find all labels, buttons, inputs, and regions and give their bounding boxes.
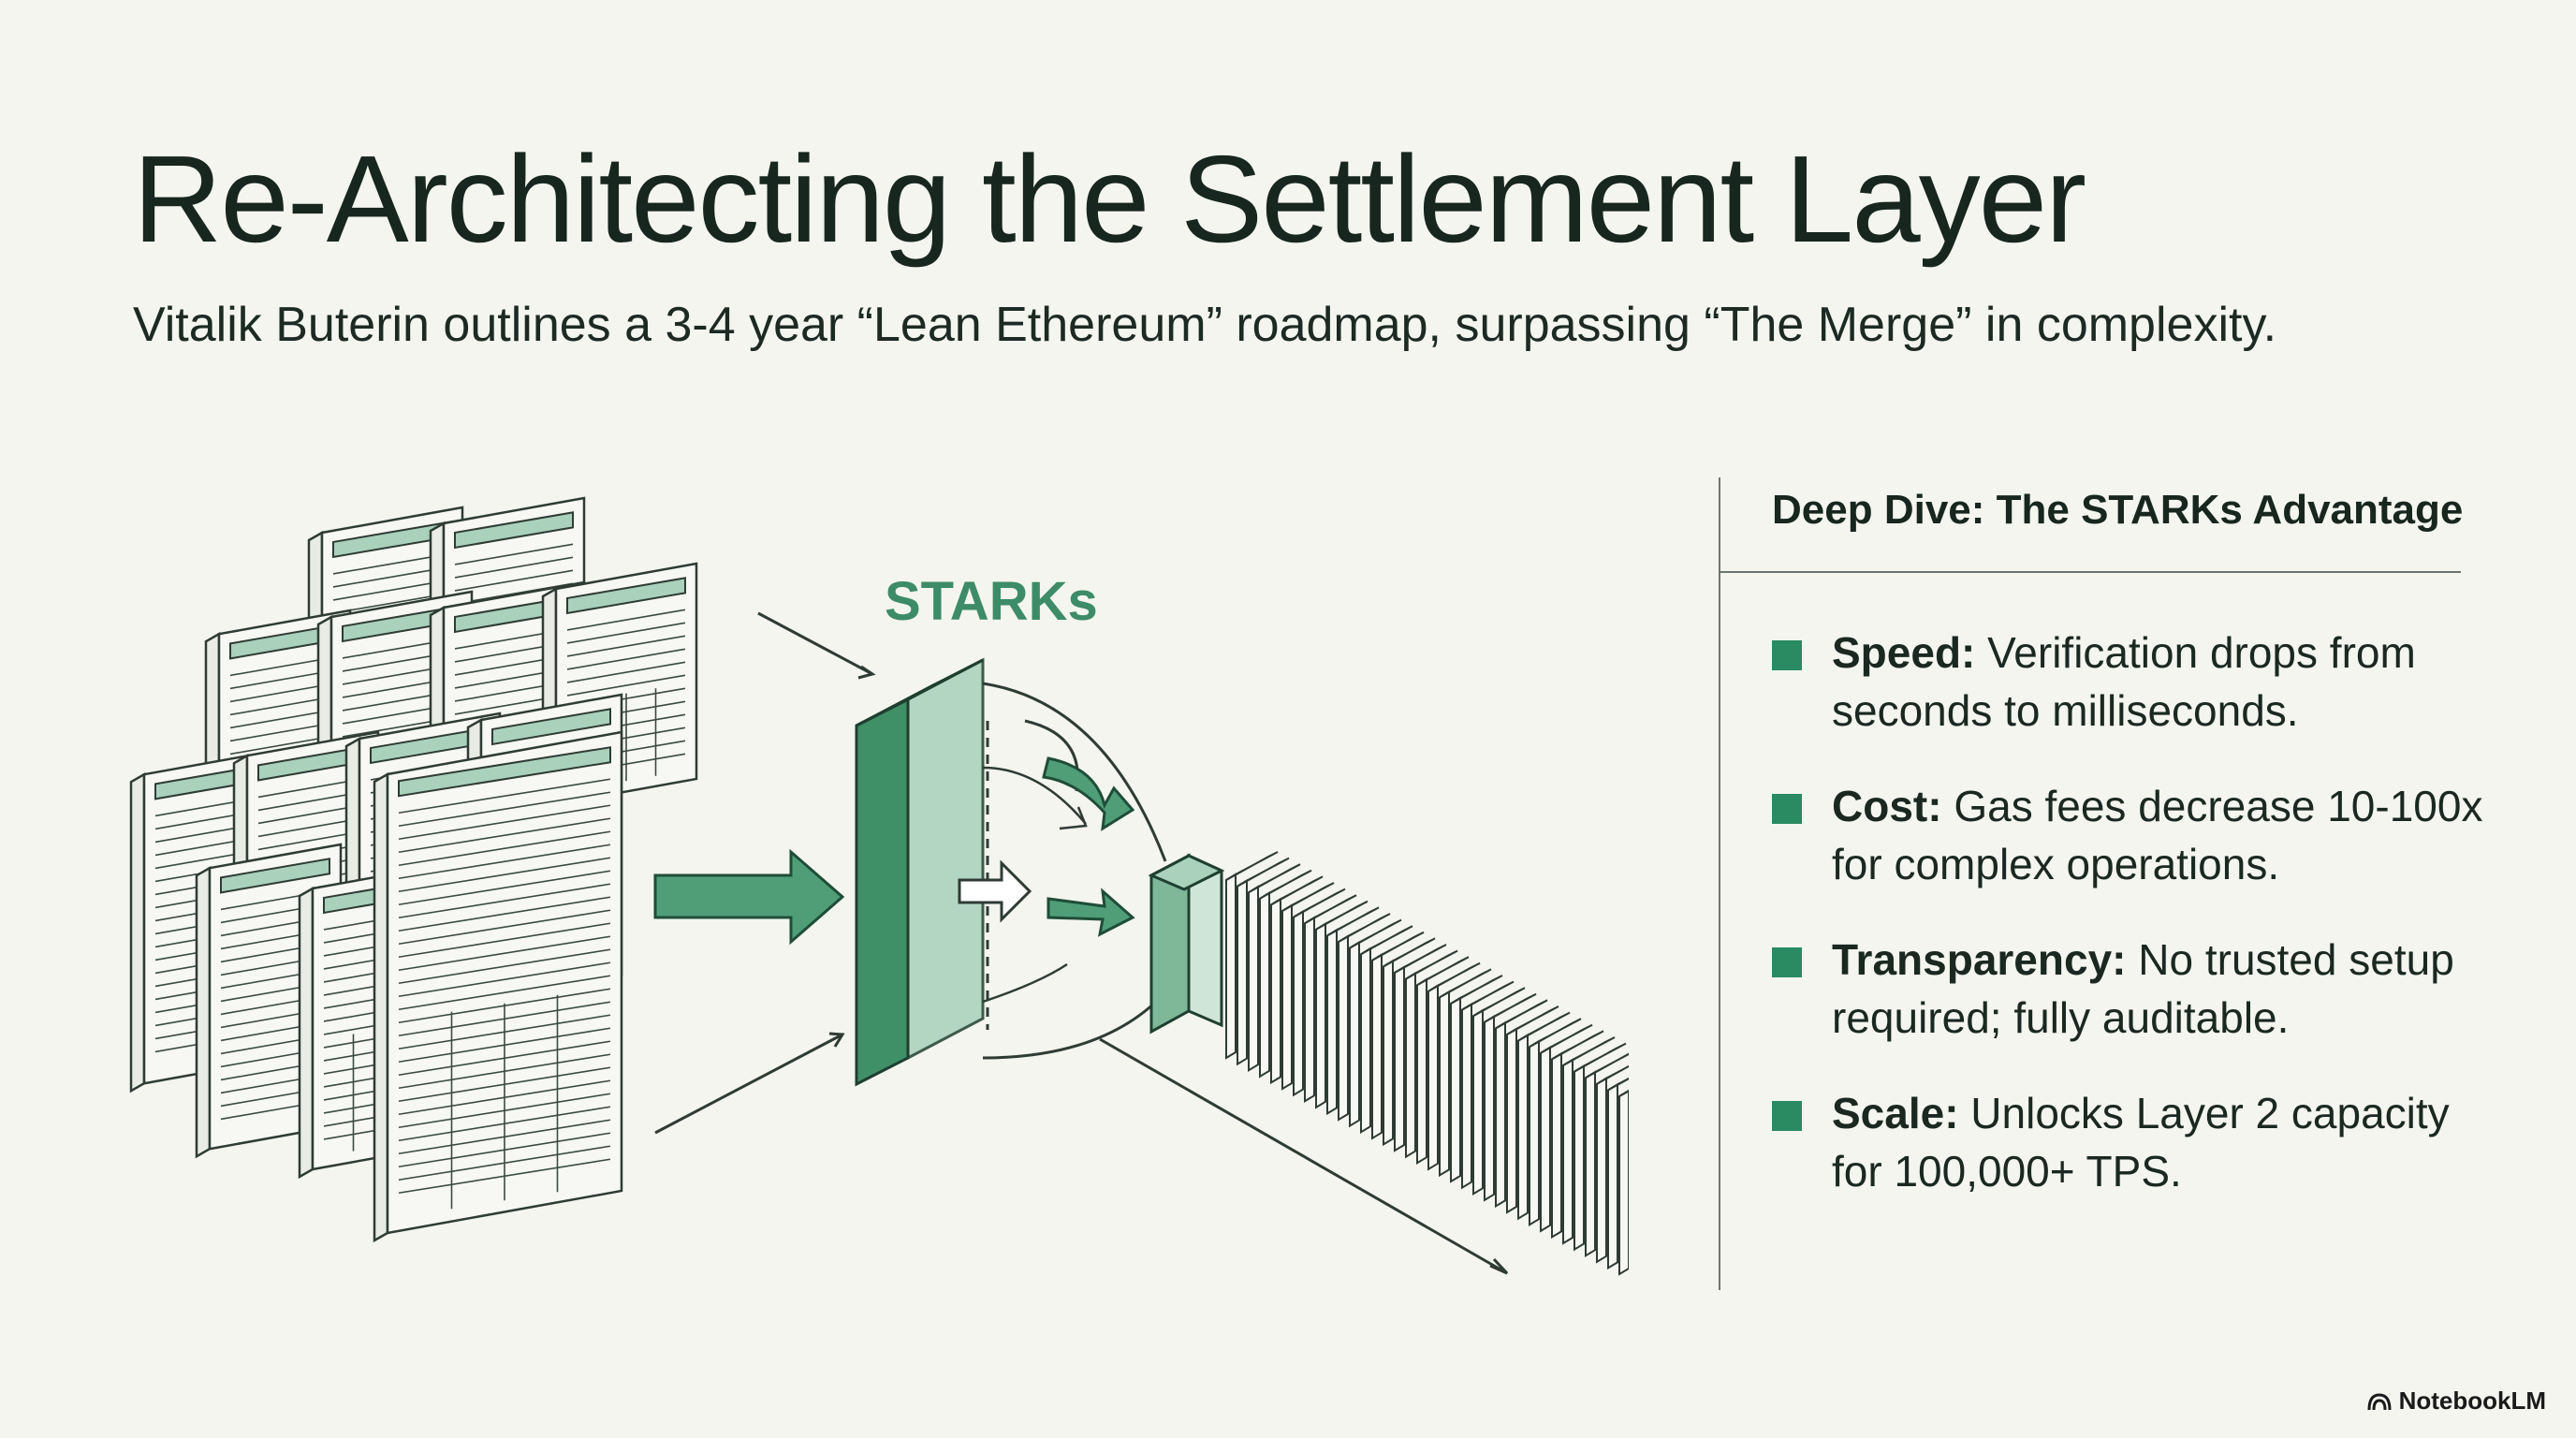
funnel-connector bbox=[982, 682, 1225, 1060]
stark-prism bbox=[855, 657, 1135, 1087]
list-item-speed: Speed: Verification drops from seconds t… bbox=[1772, 624, 2502, 777]
proof-slab bbox=[1573, 1042, 1627, 1252]
item-text: Gas fees decrease 10-100x for complex op… bbox=[1832, 782, 2483, 888]
item-text: Verification drops from seconds to milli… bbox=[1832, 628, 2416, 735]
proof-slab bbox=[1270, 875, 1324, 1085]
proof-slab bbox=[1349, 918, 1402, 1128]
page-subtitle: Vitalik Buterin outlines a 3-4 year “Lea… bbox=[133, 298, 2277, 352]
item-text: Unlocks Layer 2 capacity for 100,000+ TP… bbox=[1832, 1089, 2450, 1196]
proof-slab bbox=[1506, 1005, 1559, 1214]
proof-slab bbox=[1461, 980, 1515, 1190]
proof-slab bbox=[1360, 925, 1413, 1134]
output-arrow bbox=[1099, 1037, 1509, 1275]
proof-slab bbox=[1326, 906, 1380, 1116]
proof-slab bbox=[1551, 1030, 1604, 1240]
flow-arrows bbox=[654, 611, 876, 1135]
item-label: Scale: bbox=[1832, 1089, 1959, 1137]
proof-slab bbox=[1405, 949, 1458, 1159]
panel-title: Deep Dive: The STARKs Advantage bbox=[1772, 487, 2464, 533]
proof-slab bbox=[1439, 968, 1492, 1178]
document-sheet bbox=[373, 730, 623, 1243]
proof-slab bbox=[1394, 944, 1447, 1152]
main-green-arrow bbox=[653, 848, 845, 946]
proof-slab bbox=[1484, 992, 1537, 1202]
starks-diagram: STARKs bbox=[129, 496, 1629, 1276]
proof-slab bbox=[1540, 1023, 1593, 1233]
item-label: Cost: bbox=[1832, 782, 1942, 830]
panel-rule bbox=[1719, 571, 2461, 573]
proof-slab bbox=[1517, 1011, 1571, 1221]
notebooklm-icon bbox=[2367, 1392, 2392, 1410]
proof-slab bbox=[1383, 937, 1436, 1147]
bullet-square-icon bbox=[1772, 794, 1802, 824]
proof-slab bbox=[1416, 956, 1470, 1165]
proof-slab bbox=[1529, 1018, 1582, 1226]
page-title: Re-Architecting the Settlement Layer bbox=[133, 130, 2086, 268]
proof-slab bbox=[1427, 961, 1481, 1171]
list-item-transparency: Transparency: No trusted setup required;… bbox=[1772, 931, 2502, 1084]
proof-slab bbox=[1281, 882, 1335, 1091]
proof-slab bbox=[1450, 975, 1503, 1183]
bullet-square-icon bbox=[1772, 1101, 1802, 1131]
proof-slab bbox=[1562, 1036, 1616, 1245]
proof-slab bbox=[1338, 913, 1391, 1122]
proof-slab bbox=[1618, 1089, 1629, 1276]
arrow-bottom bbox=[654, 1033, 843, 1135]
compressed-proof-stack bbox=[1225, 851, 1629, 1276]
proof-slab bbox=[1304, 894, 1357, 1103]
item-text: No trusted setup required; fully auditab… bbox=[1832, 935, 2454, 1042]
proof-slab bbox=[1315, 900, 1368, 1109]
advantage-list: Speed: Verification drops from seconds t… bbox=[1772, 624, 2502, 1238]
arrow-top bbox=[757, 611, 873, 676]
brand-name: NotebookLM bbox=[2398, 1387, 2546, 1415]
list-item-cost: Cost: Gas fees decrease 10-100x for comp… bbox=[1772, 777, 2502, 931]
proof-slab bbox=[1607, 1077, 1629, 1270]
proof-slab bbox=[1225, 851, 1279, 1060]
proof-slab bbox=[1259, 869, 1312, 1078]
proof-slab bbox=[1237, 857, 1290, 1066]
panel-divider bbox=[1719, 477, 1720, 1290]
proof-slab bbox=[1495, 999, 1548, 1209]
proof-slab bbox=[1293, 888, 1346, 1097]
brand-logo: NotebookLM bbox=[2367, 1387, 2546, 1416]
proof-slab bbox=[1371, 931, 1425, 1140]
item-label: Speed: bbox=[1832, 628, 1976, 677]
document-stack bbox=[129, 496, 698, 1243]
bullet-square-icon bbox=[1772, 640, 1802, 670]
list-item-scale: Scale: Unlocks Layer 2 capacity for 100,… bbox=[1772, 1084, 2502, 1238]
bullet-square-icon bbox=[1772, 947, 1802, 977]
starks-label: STARKs bbox=[885, 571, 1098, 632]
item-label: Transparency: bbox=[1832, 935, 2127, 984]
proof-slab bbox=[1585, 1052, 1629, 1257]
proof-slab bbox=[1248, 863, 1301, 1072]
proof-slab bbox=[1596, 1064, 1629, 1264]
proof-slab bbox=[1472, 987, 1526, 1196]
